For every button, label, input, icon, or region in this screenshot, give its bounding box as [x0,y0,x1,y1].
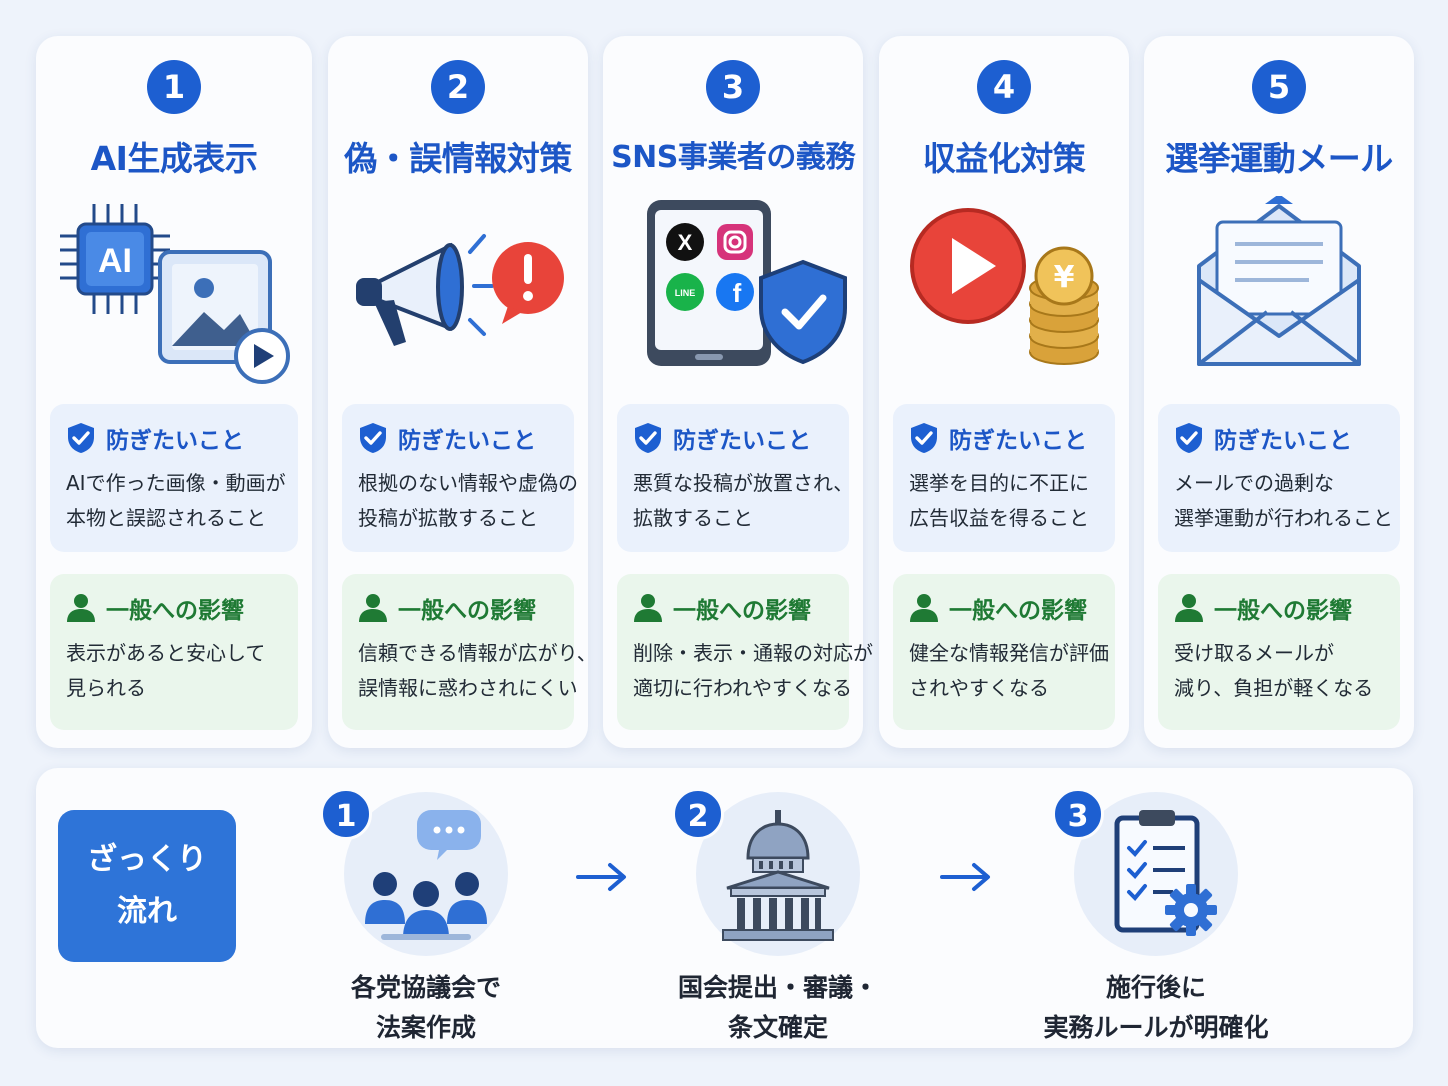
prevent-heading: 防ぎたいこと [949,428,1087,454]
svg-text:X: X [678,230,693,255]
card-monetization: 4 収益化対策 ¥ 防ぎたいこと [879,36,1129,748]
person-icon [634,594,662,622]
impact-box: 一般への影響 削除・表示・通報の対応が 適切に行われやすくなる [617,574,873,730]
step-label: 国会提出・審議・ 条文確定 [677,973,878,1042]
card-misinformation: 2 偽・誤情報対策 防ぎたいこと 根拠のない情報や虚偽の 投稿が拡散すること [328,36,597,748]
impact-box: 一般への影響 表示があると安心して 見られる [50,574,298,730]
step-number: 2 [672,788,724,840]
svg-text:AI: AI [98,242,132,280]
impact-text: 削除・表示・通報の対応が 適切に行われやすくなる [633,641,873,700]
card-title: 偽・誤情報対策 [344,139,572,178]
clipboard-gear-icon [1114,810,1217,936]
impact-box: 一般への影響 健全な情報発信が評価 されやすくなる [893,574,1115,730]
card-sns-duties: 3 SNS事業者の義務 X LINE f 防ぎたいこと 悪質な投稿が放置され、 [603,36,873,748]
svg-text:LINE: LINE [675,288,696,298]
flow-panel: ざっくり 流れ 1 各党協議会で 法案作成 [36,768,1413,1048]
impact-heading: 一般への影響 [673,598,811,624]
card-title: 選挙運動メール [1165,139,1393,178]
prevent-text: 選挙を目的に不正に 広告収益を得ること [909,471,1089,530]
flow-step-enforcement: 3 施行後に 実務ルールが明確化 [976,786,1336,1042]
prevent-box: 防ぎたいこと AIで作った画像・動画が 本物と誤認されること [50,404,298,552]
impact-text: 表示があると安心して 見られる [66,641,266,700]
impact-heading: 一般への影響 [106,598,244,624]
card-number: 3 [706,60,760,114]
prevent-text: 根拠のない情報や虚偽の 投稿が拡散すること [358,471,578,530]
card-number: 2 [431,60,485,114]
impact-text: 健全な情報発信が評価 されやすくなる [909,641,1109,700]
arrow-right-icon [940,863,990,891]
arrow-right-icon [576,863,626,891]
step-number: 3 [1052,788,1104,840]
prevent-heading: 防ぎたいこと [673,428,811,454]
impact-heading: 一般への影響 [398,598,536,624]
card-ai-label: 1 AI生成表示 AI 防ぎたいこと AIで作 [36,36,312,748]
prevent-heading: 防ぎたいこと [398,428,536,454]
flow-step-drafting: 1 各党協議会で 法案作成 [246,786,606,1042]
shield-check-icon [1176,423,1202,453]
megaphone-alert-icon [356,234,564,346]
shield-check-icon [360,423,386,453]
flow-step-diet: 2 国会提出・審議・ 条文確定 [598,786,958,1042]
card-number: 5 [1252,60,1306,114]
prevent-box: 防ぎたいこと 悪質な投稿が放置され、 拡散すること [617,404,854,552]
impact-box: 一般への影響 信頼できる情報が広がり、 誤情報に惑わされにくい [342,574,597,730]
shield-check-icon [68,423,94,453]
card-election-email: 5 選挙運動メール 防ぎたいこと メールでの過剰な 選挙運動が行われること [1144,36,1414,748]
impact-text: 受け取るメールが 減り、負担が軽くなる [1174,641,1374,700]
card-title: SNS事業者の義務 [611,140,855,175]
card-number: 1 [147,60,201,114]
prevent-text: メールでの過剰な 選挙運動が行われること [1174,471,1393,530]
prevent-text: AIで作った画像・動画が 本物と誤認されること [66,471,286,530]
prevent-box: 防ぎたいこと メールでの過剰な 選挙運動が行われること [1158,404,1400,552]
person-icon [359,594,387,622]
impact-heading: 一般への影響 [949,598,1087,624]
prevent-heading: 防ぎたいこと [1214,428,1352,454]
prevent-box: 防ぎたいこと 根拠のない情報や虚偽の 投稿が拡散すること [342,404,578,552]
svg-text:f: f [733,278,742,308]
parliament-building-icon [722,810,834,941]
envelope-icon [1197,196,1361,366]
card-title: AI生成表示 [90,139,258,178]
impact-heading: 一般への影響 [1214,598,1352,624]
shield-check-icon [635,423,661,453]
card-number: 4 [977,60,1031,114]
impact-text: 信頼できる情報が広がり、 誤情報に惑わされにくい [358,641,597,700]
step-label: 施行後に 実務ルールが明確化 [1043,973,1269,1042]
flow-tag: ざっくり 流れ [58,810,236,962]
feature-cards: 1 AI生成表示 AI 防ぎたいこと AIで作 [36,36,1414,748]
person-icon [910,594,938,622]
play-coins-icon: ¥ [910,208,1099,365]
shield-check-icon [911,423,937,453]
person-icon [67,594,95,622]
prevent-text: 悪質な投稿が放置され、 拡散すること [633,471,854,530]
step-label: 各党協議会で 法案作成 [350,973,501,1042]
card-title: 収益化対策 [922,139,1086,178]
ai-chip-image-icon: AI [60,204,290,384]
person-icon [1175,594,1203,622]
impact-box: 一般への影響 受け取るメールが 減り、負担が軽くなる [1158,574,1400,730]
step-number: 1 [320,788,372,840]
prevent-box: 防ぎたいこと 選挙を目的に不正に 広告収益を得ること [893,404,1115,552]
svg-text:¥: ¥ [1054,260,1075,295]
prevent-heading: 防ぎたいこと [106,428,244,454]
phone-sns-shield-icon: X LINE f [647,200,847,366]
meeting-people-icon [365,810,487,940]
